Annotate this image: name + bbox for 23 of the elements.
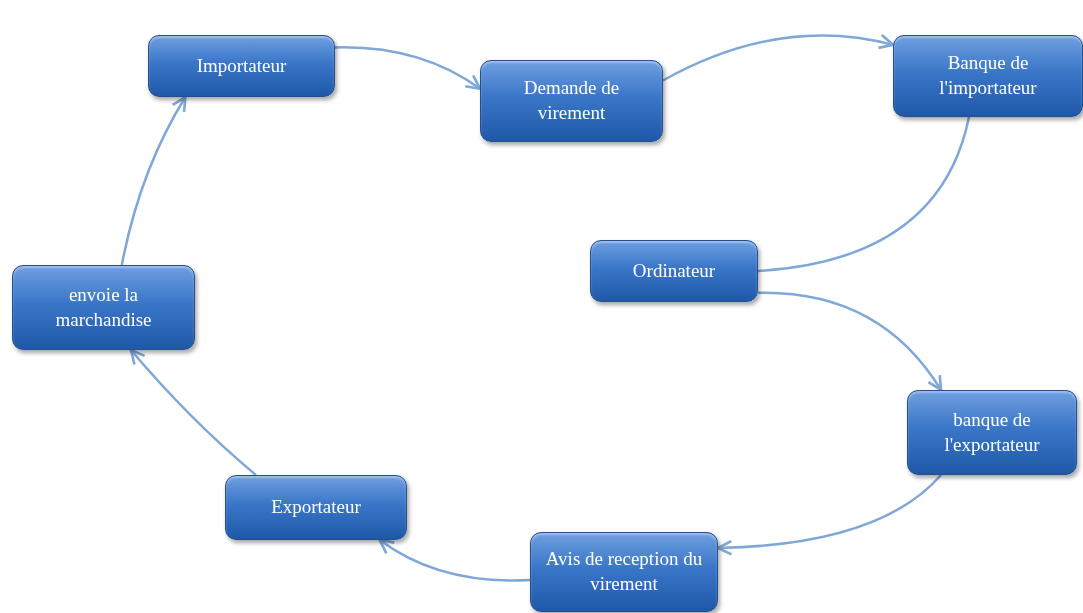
- process-box: [480, 60, 663, 142]
- box-label: Banque de l'importateur: [938, 51, 1038, 100]
- curved-arrow: [335, 46, 482, 91]
- process-box: [590, 240, 758, 302]
- curved-arrow: [716, 474, 942, 556]
- box-label: Importateur: [196, 53, 287, 78]
- curved-arrow: [662, 34, 895, 82]
- process-box: [148, 35, 335, 97]
- process-box: [12, 265, 195, 350]
- process-box: [893, 35, 1083, 117]
- curved-arrow: [120, 95, 187, 266]
- curved-arrow: [129, 348, 257, 476]
- box-label: Demande de virement: [522, 76, 621, 125]
- process-box: [530, 532, 718, 612]
- process-box: [225, 475, 407, 540]
- box-label: envoie la marchandise: [54, 282, 153, 332]
- curved-arrow: [378, 538, 531, 582]
- box-label: Ordinateur: [632, 258, 716, 283]
- curved-arrow: [758, 291, 943, 392]
- box-label: Exportateur: [271, 495, 361, 520]
- box-label: banque de l'exportateur: [943, 407, 1041, 457]
- box-label: Avis de reception du virement: [544, 547, 704, 596]
- process-box: [907, 390, 1077, 475]
